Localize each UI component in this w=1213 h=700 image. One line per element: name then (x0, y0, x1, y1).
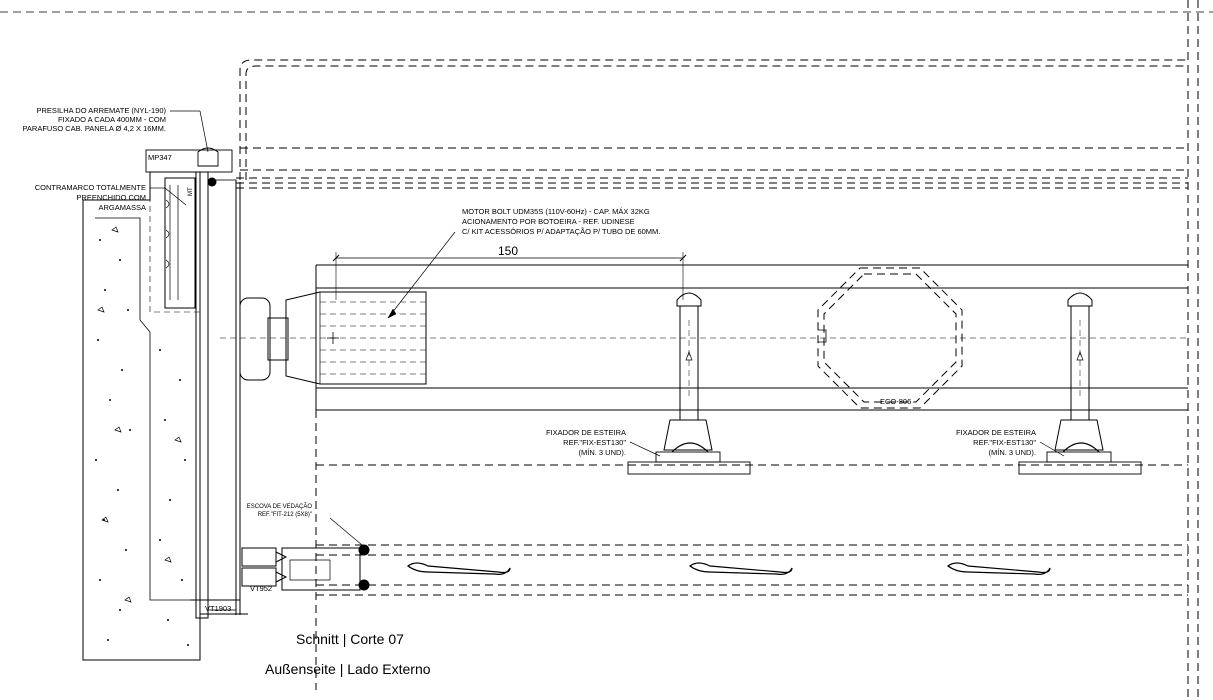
dimension-150: 150 (332, 244, 687, 300)
octagonal-tube: ECO-806 (817, 267, 963, 409)
fixador-left (627, 292, 751, 475)
motor-line-1: MOTOR BOLT UDM35S (110V-60Hz) - CAP. MÁX… (462, 207, 650, 216)
fixador-right (1018, 292, 1142, 475)
leader-lines (150, 110, 1065, 457)
fixador-left-line-2: REF."FIX-EST130" (563, 438, 626, 447)
roller-lines (220, 264, 1188, 690)
motor-line-3: C/ KIT ACESSÓRIOS P/ ADAPTAÇÃO P/ TUBO D… (462, 227, 660, 236)
vt1903-label: VT1903 (205, 604, 231, 613)
guide-profile (241, 517, 370, 591)
motor-line-2: ACIONAMENTO POR BOTOEIRA - REF. UDINESE (462, 217, 635, 226)
section-title: Schnitt | Corte 07 (296, 631, 404, 647)
presilha-line-2: FIXADO A CADA 400MM - COM (58, 115, 166, 124)
fixador-left-line-3: (MÍN. 3 UND). (579, 448, 627, 457)
fixador-right-line-2: REF."FIX-EST130" (973, 438, 1036, 447)
fixador-left-line-1: FIXADOR DE ESTEIRA (546, 428, 626, 437)
escova-line-1: ESCOVA DE VEDAÇÃO (247, 503, 313, 510)
mp347-label: MP347 (148, 153, 172, 162)
escova-line-2: REF."FIT-212 (5X8)" (258, 512, 312, 518)
slat-profiles (406, 562, 1051, 575)
contramarco-line-2: PREENCHIDO COM (76, 193, 146, 202)
fixador-right-line-1: FIXADOR DE ESTEIRA (956, 428, 1036, 437)
fixador-right-line-3: (MÍN. 3 UND). (989, 448, 1037, 457)
annotation-texts: PRESILHA DO ARREMATE (NYL-190) FIXADO A … (22, 106, 1036, 677)
side-title: Außenseite | Lado Externo (265, 661, 431, 677)
mt-label: MT (188, 187, 194, 196)
frame-profiles (145, 147, 248, 619)
vt952-label: VT952 (250, 584, 272, 593)
presilha-line-1: PRESILHA DO ARREMATE (NYL-190) (37, 106, 167, 115)
dimension-label: 150 (498, 244, 518, 258)
motor (239, 231, 456, 385)
eco806-label: ECO-806 (880, 397, 911, 406)
presilha-line-3: PARAFUSO CAB. PANELA Ø 4,2 X 16MM. (22, 124, 166, 133)
masonry-wall (82, 171, 201, 661)
contramarco-line-3: ARGAMASSA (98, 203, 146, 212)
contramarco-line-1: CONTRAMARCO TOTALMENTE (35, 183, 146, 192)
